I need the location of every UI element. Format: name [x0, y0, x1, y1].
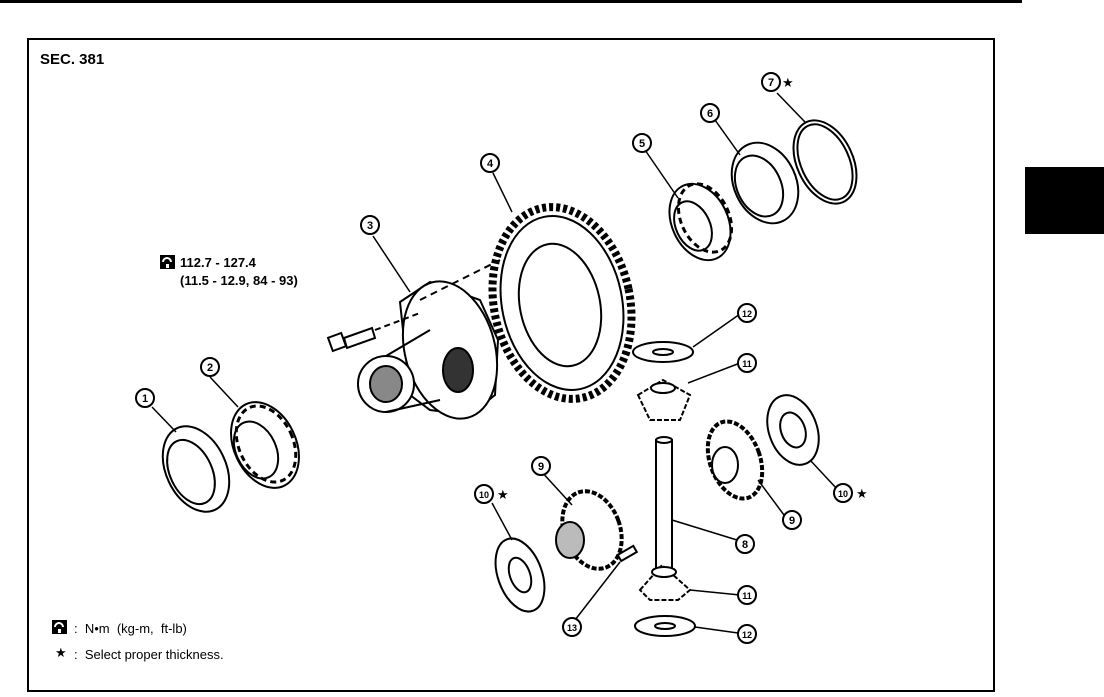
part-9-side-gear-right: [705, 419, 765, 501]
part-8-pinion-mate-shaft: [655, 436, 673, 571]
callout-11-lower: 11: [742, 591, 752, 601]
callout-11-upper: 11: [742, 359, 752, 369]
part-9-side-gear-left: [555, 489, 624, 571]
part-10-thrust-washer-left: [494, 537, 546, 613]
leader-lines: [151, 92, 839, 634]
callout-9-left: 9: [538, 461, 544, 473]
part-11-pinion-mate-gear-lower: [638, 563, 692, 601]
part-1-bearing-outer-race: [161, 425, 231, 513]
callout-6: 6: [707, 108, 713, 120]
callout-12-upper: 12: [742, 309, 752, 319]
torque-wrench-icon: [51, 619, 68, 635]
part-4-final-gear: [419, 203, 636, 403]
section-title: SEC. 381: [40, 51, 105, 68]
callout-12-lower: 12: [742, 630, 752, 640]
callout-10-right: 10: [838, 489, 848, 499]
star-icon: ★: [497, 488, 509, 503]
callout-circles: [135, 72, 853, 644]
star-icon: ★: [55, 646, 67, 661]
part-2-tapered-roller-bearing: [230, 401, 300, 489]
part-11-pinion-mate-gear-upper: [636, 378, 692, 421]
torque-value: 112.7 - 127.4: [180, 255, 256, 270]
part-7-adjusting-shim: [792, 119, 858, 205]
diagram-frame: [27, 38, 995, 692]
callout-5: 5: [639, 138, 645, 150]
star-icon: ★: [856, 487, 868, 502]
part-10-thrust-washer-right: [766, 394, 820, 466]
callout-10-left: 10: [479, 490, 489, 500]
callout-13: 13: [567, 623, 577, 633]
callout-3: 3: [367, 220, 373, 232]
case-bolt: [326, 312, 421, 353]
part-3-differential-case: [357, 280, 500, 420]
callout-8: 8: [742, 539, 748, 551]
part-13-lock-pin: [616, 544, 639, 563]
callout-1: 1: [142, 393, 148, 405]
part-12-thrust-washer-lower: [634, 615, 696, 637]
part-5-tapered-roller-bearing: [668, 182, 734, 262]
top-rule: [0, 0, 1022, 3]
section-tab: [1025, 167, 1104, 234]
callout-2: 2: [207, 362, 213, 374]
star-icon: ★: [782, 76, 794, 91]
callout-4: 4: [487, 158, 494, 170]
part-6-bearing-outer-race: [730, 141, 800, 225]
legend-torque-units: : N•m (kg-m, ft-lb): [74, 621, 187, 636]
callout-7: 7: [768, 77, 774, 89]
torque-wrench-icon: [159, 254, 176, 270]
legend-select-thickness: : Select proper thickness.: [74, 647, 224, 662]
torque-conversion: (11.5 - 12.9, 84 - 93): [180, 273, 298, 288]
callout-9-right: 9: [789, 515, 795, 527]
part-12-thrust-washer-upper: [632, 341, 694, 363]
